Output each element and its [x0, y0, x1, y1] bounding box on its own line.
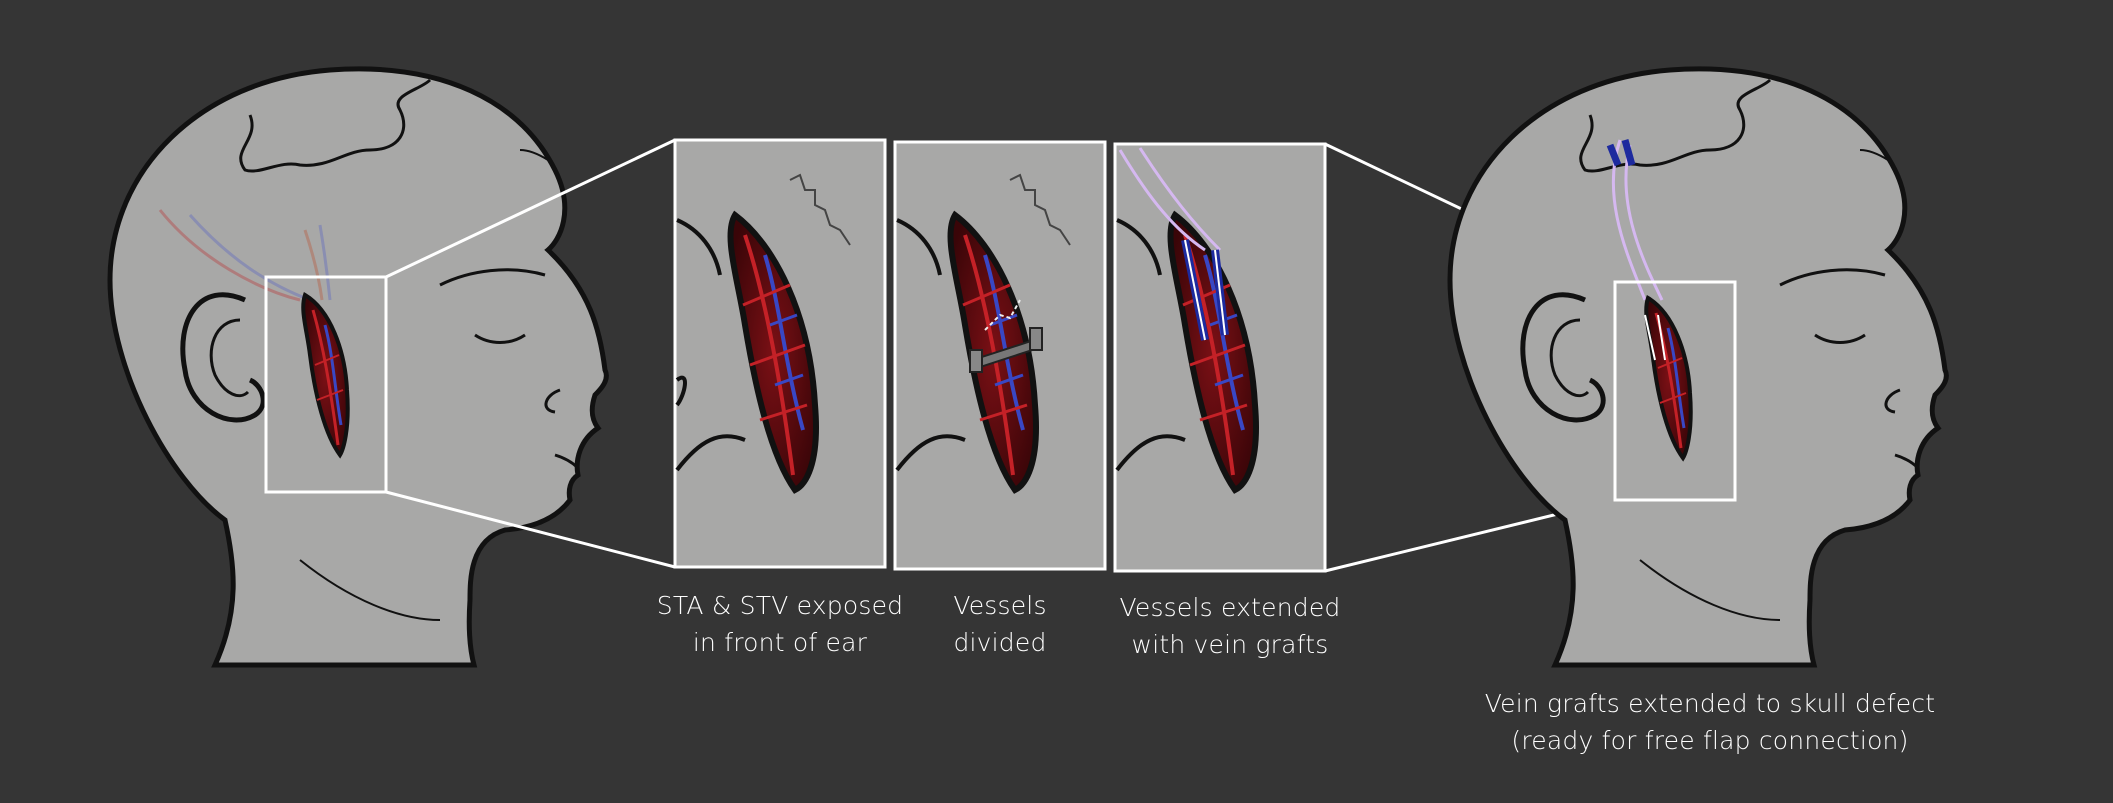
- caption-panel3: Vessels extended with vein grafts: [1090, 589, 1370, 663]
- left-head-illustration: [110, 69, 606, 665]
- caption-right-head-line2: (ready for free flap connection): [1511, 726, 1909, 755]
- caption-panel1-line2: in front of ear: [692, 628, 868, 657]
- caption-panel3-line2: with vein grafts: [1131, 630, 1329, 659]
- caption-panel3-line1: Vessels extended: [1119, 593, 1341, 622]
- right-head-illustration: [1450, 69, 1946, 665]
- caption-right-head-line1: Vein grafts extended to skull defect: [1484, 689, 1936, 718]
- caption-right-head: Vein grafts extended to skull defect (re…: [1440, 685, 1980, 759]
- caption-panel1: STA & STV exposed in front of ear: [630, 587, 930, 661]
- caption-panel2: Vessels divided: [900, 587, 1100, 661]
- panel-vessels-extended: [1113, 142, 1327, 573]
- vessel-clamp-icon: [969, 327, 1043, 373]
- caption-panel2-line1: Vessels: [953, 591, 1047, 620]
- caption-panel2-line2: divided: [953, 628, 1047, 657]
- panel-vessels-divided: [893, 140, 1107, 571]
- left-zoom-frame: [264, 275, 388, 494]
- right-zoom-frame: [1613, 280, 1737, 502]
- panel-sta-stv-exposed: [673, 138, 887, 569]
- caption-panel1-line1: STA & STV exposed: [656, 591, 904, 620]
